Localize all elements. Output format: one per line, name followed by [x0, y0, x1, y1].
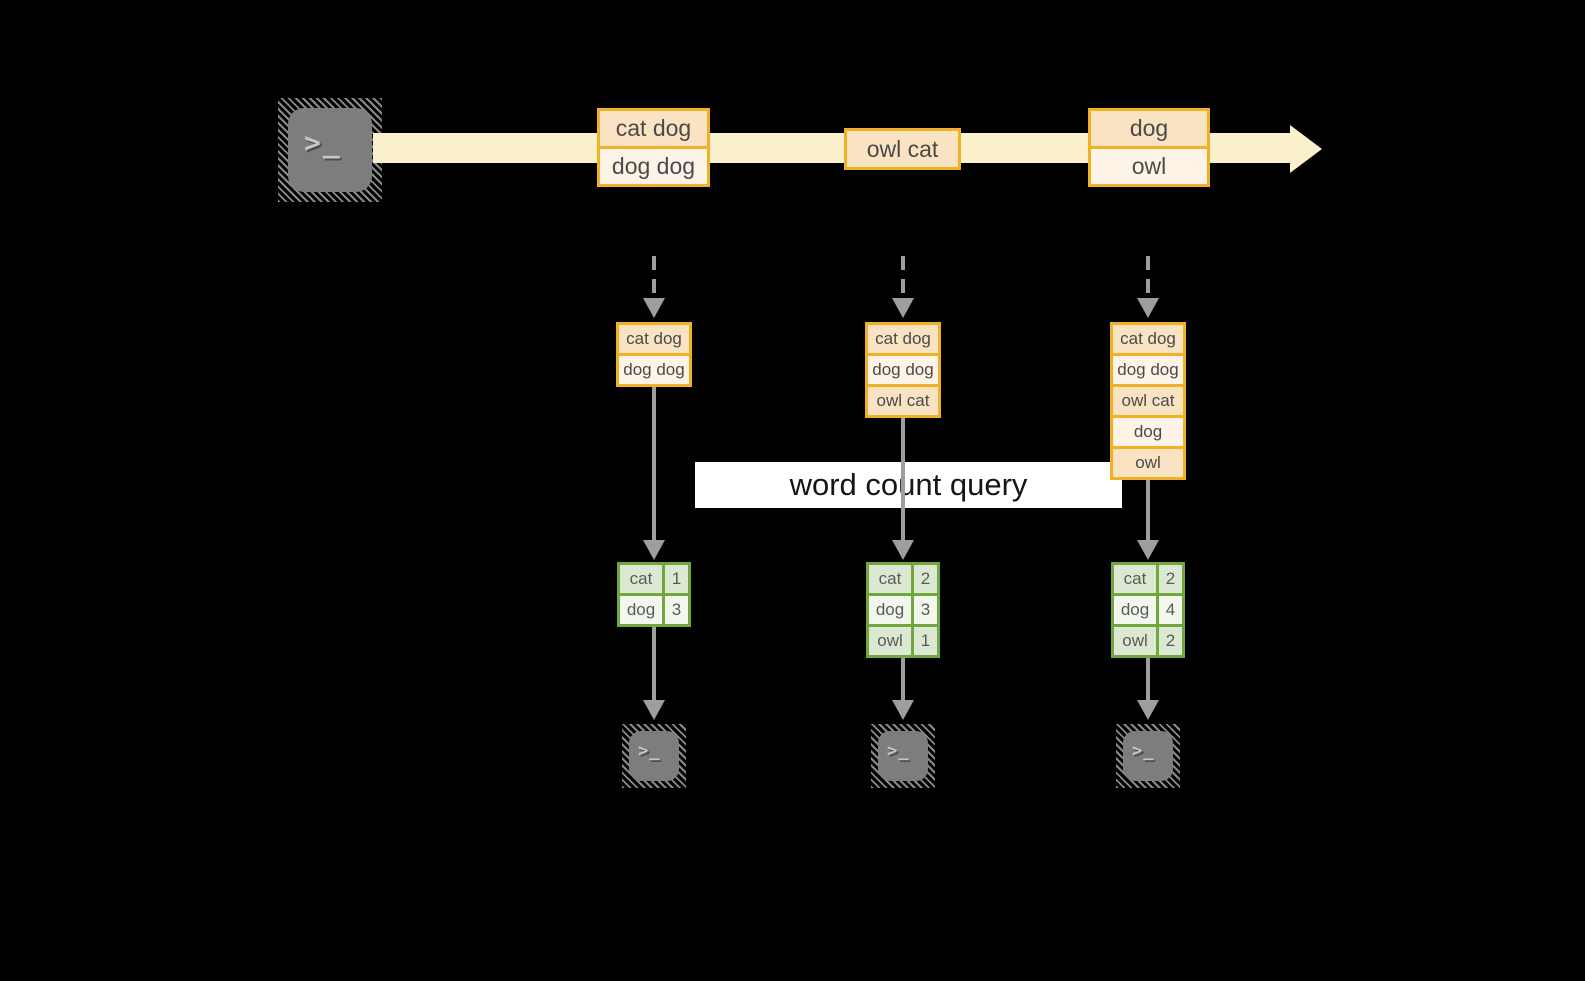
buffered-records-box: cat dog dog dog owl cat — [865, 322, 941, 418]
buffered-record: owl cat — [868, 387, 938, 415]
output-terminal-icon: >_ — [622, 724, 686, 788]
ingest-arrowhead-icon — [643, 298, 665, 318]
count-cell: 2 — [914, 565, 937, 593]
buffered-records-box: cat dog dog dog owl cat dog owl — [1110, 322, 1186, 480]
output-terminal-icon: >_ — [871, 724, 935, 788]
output-terminal-icon: >_ — [1116, 724, 1180, 788]
count-cell: 3 — [665, 596, 688, 624]
ingest-arrowhead-icon — [1137, 298, 1159, 318]
word-cell: dog — [869, 596, 911, 624]
terminal-screen: >_ — [1123, 731, 1173, 781]
output-arrow — [652, 627, 656, 700]
ingest-arrow — [901, 256, 905, 298]
query-label: word count query — [789, 467, 1028, 502]
buffered-record: cat dog — [868, 325, 938, 353]
output-arrowhead-icon — [643, 700, 665, 720]
word-count-table: cat 2 dog 3 owl 1 — [866, 562, 940, 658]
terminal-prompt-icon: >_ — [304, 126, 342, 159]
word-cell: dog — [620, 596, 662, 624]
buffered-record: dog dog — [868, 356, 938, 384]
terminal-prompt-icon: >_ — [638, 741, 661, 761]
stream-event-record: cat dog — [600, 111, 707, 146]
count-cell: 1 — [914, 627, 937, 655]
ingest-arrow — [652, 256, 656, 298]
buffered-record: owl cat — [1113, 387, 1183, 415]
count-cell: 2 — [1159, 565, 1182, 593]
output-arrow — [901, 658, 905, 700]
output-arrowhead-icon — [1137, 700, 1159, 720]
ingest-arrow — [1146, 256, 1150, 298]
query-arrowhead-icon — [892, 540, 914, 560]
terminal-screen: >_ — [878, 731, 928, 781]
word-count-table: cat 1 dog 3 — [617, 562, 691, 627]
query-arrowhead-icon — [1137, 540, 1159, 560]
source-terminal-icon: >_ — [278, 98, 382, 202]
terminal-screen: >_ — [629, 731, 679, 781]
query-arrow — [901, 418, 905, 540]
buffered-record: cat dog — [1113, 325, 1183, 353]
ingest-arrowhead-icon — [892, 298, 914, 318]
terminal-prompt-icon: >_ — [1132, 741, 1155, 761]
terminal-prompt-icon: >_ — [887, 741, 910, 761]
query-arrow — [652, 387, 656, 540]
count-cell: 2 — [1159, 627, 1182, 655]
query-arrow — [1146, 480, 1150, 540]
word-cell: dog — [1114, 596, 1156, 624]
stream-event-record: dog — [1091, 111, 1207, 146]
stream-event-record: owl — [1091, 149, 1207, 184]
query-label-banner: word count query — [695, 462, 1122, 508]
output-arrow — [1146, 658, 1150, 700]
word-cell: cat — [620, 565, 662, 593]
count-cell: 4 — [1159, 596, 1182, 624]
buffered-record: dog — [1113, 418, 1183, 446]
count-cell: 1 — [665, 565, 688, 593]
stream-arrowhead-icon — [1290, 125, 1322, 173]
terminal-screen: >_ — [288, 108, 372, 192]
buffered-records-box: cat dog dog dog — [616, 322, 692, 387]
buffered-record: dog dog — [619, 356, 689, 384]
word-cell: cat — [1114, 565, 1156, 593]
output-arrowhead-icon — [892, 700, 914, 720]
word-count-table: cat 2 dog 4 owl 2 — [1111, 562, 1185, 658]
word-cell: cat — [869, 565, 911, 593]
count-cell: 3 — [914, 596, 937, 624]
query-arrowhead-icon — [643, 540, 665, 560]
stream-event-box: cat dog dog dog — [597, 108, 710, 187]
word-cell: owl — [869, 627, 911, 655]
stream-event-record: dog dog — [600, 149, 707, 184]
stream-event-box: owl cat — [844, 128, 961, 170]
buffered-record: dog dog — [1113, 356, 1183, 384]
buffered-record: owl — [1113, 449, 1183, 477]
stream-event-box: dog owl — [1088, 108, 1210, 187]
buffered-record: cat dog — [619, 325, 689, 353]
word-cell: owl — [1114, 627, 1156, 655]
stream-event-record: owl cat — [847, 131, 958, 167]
